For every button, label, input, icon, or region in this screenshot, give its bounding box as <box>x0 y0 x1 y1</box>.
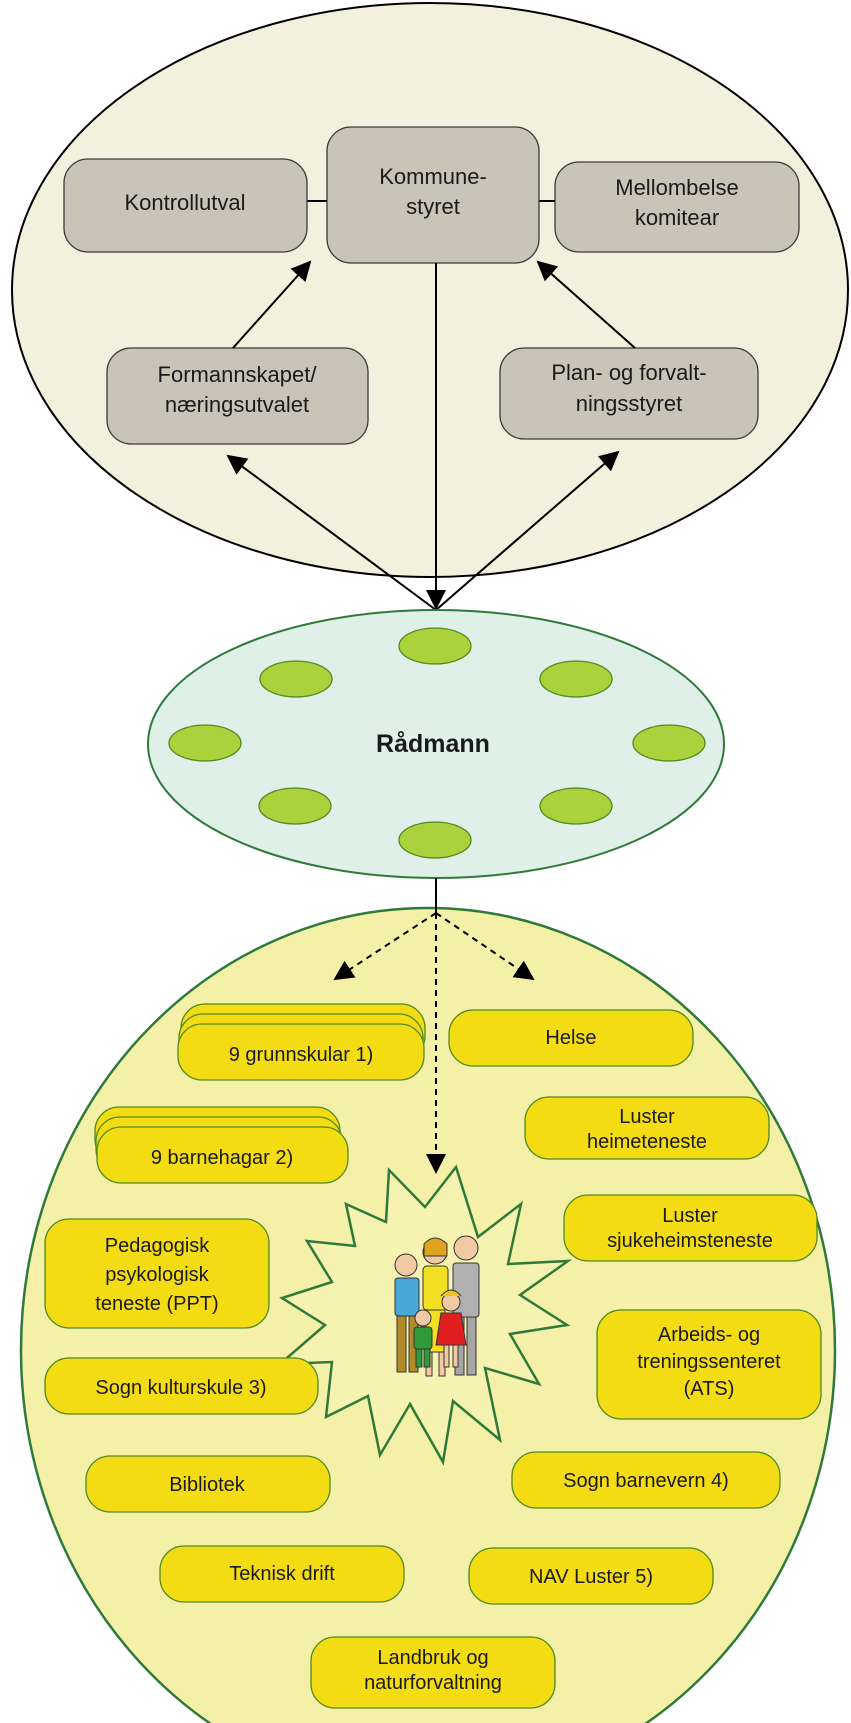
pod <box>398 627 472 665</box>
helse-label: Helse <box>545 1027 596 1049</box>
formannskapet-line1: Formannskapet/ <box>158 362 318 387</box>
teknisk-drift-label: Teknisk drift <box>229 1563 335 1585</box>
service-heimeteneste[interactable]: Luster heimeteneste <box>524 1096 770 1160</box>
ppt-line1: Pedagogisk <box>105 1235 211 1257</box>
dashed-arrow-right <box>435 912 535 981</box>
service-helse[interactable]: Helse <box>448 1009 694 1067</box>
kontrollutval-label: Kontrollutval <box>124 190 245 215</box>
grunnskular-label: 9 grunnskular 1) <box>229 1044 374 1066</box>
ats-line3: (ATS) <box>684 1378 735 1400</box>
node-formannskapet[interactable]: Formannskapet/ næringsutvalet <box>106 347 369 445</box>
service-barnehagar[interactable]: 9 barnehagar 2) <box>94 1106 349 1184</box>
landbruk-line1: Landbruk og <box>377 1647 488 1669</box>
service-ppt[interactable]: Pedagogisk psykologisk teneste (PPT) <box>44 1218 270 1329</box>
pod <box>398 821 472 859</box>
family-group-illustration <box>394 1235 480 1377</box>
ppt-line2: psykologisk <box>105 1264 209 1286</box>
heimeteneste-line2: heimeteneste <box>587 1131 707 1153</box>
service-ats[interactable]: Arbeids- og treningssenteret (ATS) <box>596 1309 822 1420</box>
radmann-pods <box>168 627 706 859</box>
landbruk-line2: naturforvaltning <box>364 1672 502 1694</box>
nav-label: NAV Luster 5) <box>529 1566 653 1588</box>
heimeteneste-line1: Luster <box>619 1106 675 1128</box>
pod <box>168 724 242 762</box>
node-kontrollutval[interactable]: Kontrollutval <box>63 158 308 253</box>
plan-line1: Plan- og forvalt- <box>551 360 706 385</box>
service-nav[interactable]: NAV Luster 5) <box>468 1547 714 1605</box>
kommunestyret-line2: styret <box>406 194 460 219</box>
node-kommunestyret[interactable]: Kommune- styret <box>326 126 540 264</box>
service-bibliotek[interactable]: Bibliotek <box>85 1455 331 1513</box>
radmann-label[interactable]: Rådmann <box>376 730 490 758</box>
sjukeheim-line1: Luster <box>662 1205 718 1227</box>
pod <box>539 787 613 825</box>
kulturskule-label: Sogn kulturskule 3) <box>95 1377 266 1399</box>
node-plan-forvaltning[interactable]: Plan- og forvalt- ningsstyret <box>499 347 759 440</box>
pod <box>259 660 333 698</box>
kommunestyret-line1: Kommune- <box>379 164 487 189</box>
mellombelse-line1: Mellombelse <box>615 175 739 200</box>
mellombelse-line2: komitear <box>635 205 719 230</box>
arrow-radmann-to-formannskap <box>226 454 437 611</box>
service-landbruk[interactable]: Landbruk og naturforvaltning <box>310 1636 556 1709</box>
barnevern-label: Sogn barnevern 4) <box>563 1470 729 1492</box>
sjukeheim-line2: sjukeheimsteneste <box>607 1230 773 1252</box>
arrow-radmann-to-plan <box>435 450 620 611</box>
formannskapet-line2: næringsutvalet <box>165 392 309 417</box>
ats-line1: Arbeids- og <box>658 1324 760 1346</box>
arrow-plan-to-kommunestyre <box>536 260 636 349</box>
council-ellipse <box>11 2 849 578</box>
bibliotek-label: Bibliotek <box>169 1474 246 1496</box>
ats-line2: treningssenteret <box>637 1351 781 1373</box>
service-grunnskular[interactable]: 9 grunnskular 1) <box>177 1003 426 1081</box>
ppt-line3: teneste (PPT) <box>95 1293 218 1315</box>
pod <box>258 787 332 825</box>
plan-line2: ningsstyret <box>576 391 682 416</box>
dashed-arrow-left <box>333 912 437 981</box>
service-barnevern[interactable]: Sogn barnevern 4) <box>511 1451 781 1509</box>
service-sjukeheim[interactable]: Luster sjukeheimsteneste <box>563 1194 818 1262</box>
arrow-formannskap-to-kommunestyre <box>232 260 312 349</box>
service-kulturskule[interactable]: Sogn kulturskule 3) <box>44 1357 319 1415</box>
pod <box>632 724 706 762</box>
service-teknisk-drift[interactable]: Teknisk drift <box>159 1545 405 1603</box>
barnehagar-label: 9 barnehagar 2) <box>151 1147 293 1169</box>
pod <box>539 660 613 698</box>
node-mellombelse-komitear[interactable]: Mellombelse komitear <box>554 161 800 253</box>
